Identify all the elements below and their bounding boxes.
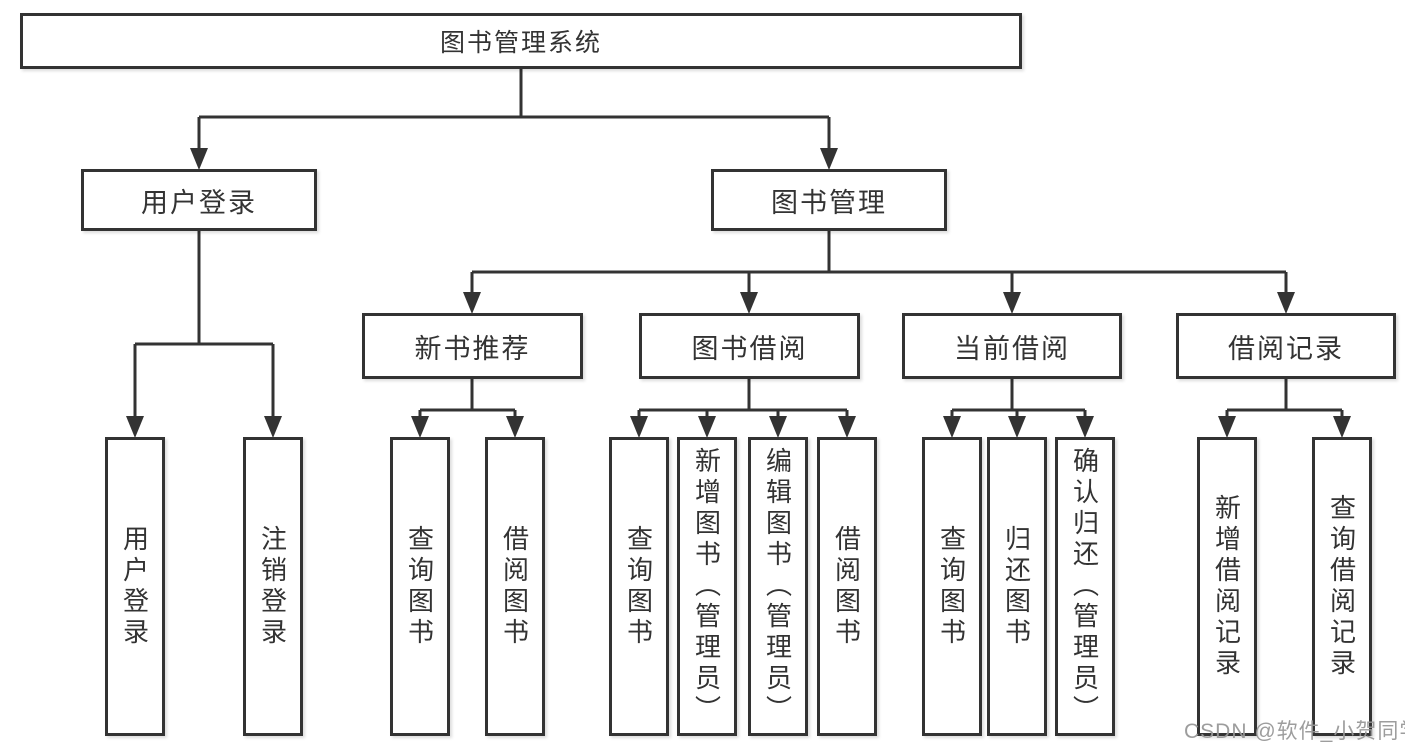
node-borrow-records: 借阅记录 xyxy=(1176,313,1396,379)
node-add-books-admin: 新增图书（管理员） xyxy=(677,437,737,736)
node-query-books-borrow: 查询图书 xyxy=(609,437,669,736)
node-library-management-system: 图书管理系统 xyxy=(20,13,1022,69)
node-label: 归还图书 xyxy=(1001,524,1032,649)
node-label: 查询图书 xyxy=(404,524,435,649)
node-label: 借阅图书 xyxy=(831,524,862,649)
node-borrow-books-recommend: 借阅图书 xyxy=(485,437,545,736)
node-add-borrow-record: 新增借阅记录 xyxy=(1197,437,1257,736)
node-current-borrow: 当前借阅 xyxy=(902,313,1122,379)
node-query-books-recommend: 查询图书 xyxy=(390,437,450,736)
node-label: 查询借阅记录 xyxy=(1326,493,1357,680)
node-user-login: 用户登录 xyxy=(81,169,317,231)
node-label: 新书推荐 xyxy=(414,333,531,364)
node-label: 图书管理系统 xyxy=(439,29,602,57)
node-label: 借阅记录 xyxy=(1228,333,1344,364)
node-label: 图书管理 xyxy=(771,187,887,218)
node-label: 用户登录 xyxy=(141,187,257,218)
node-book-borrow: 图书借阅 xyxy=(639,313,860,379)
node-label: 用户登录 xyxy=(119,524,150,649)
node-user-login-action: 用户登录 xyxy=(105,437,165,736)
node-label: 图书借阅 xyxy=(691,333,808,364)
node-logout-action: 注销登录 xyxy=(243,437,303,736)
node-book-management: 图书管理 xyxy=(711,169,947,231)
node-query-books-current: 查询图书 xyxy=(922,437,982,736)
node-new-book-recommend: 新书推荐 xyxy=(362,313,583,379)
node-label: 确认归还（管理员） xyxy=(1069,447,1100,726)
connector-lines xyxy=(133,69,1344,420)
node-label: 借阅图书 xyxy=(499,524,530,649)
node-query-borrow-record: 查询借阅记录 xyxy=(1312,437,1372,736)
node-label: 新增图书（管理员） xyxy=(691,447,722,726)
node-edit-books-admin: 编辑图书（管理员） xyxy=(748,437,808,736)
csdn-watermark: CSDN @软件_小贺同学 xyxy=(1184,720,1405,743)
node-label: 编辑图书（管理员） xyxy=(762,447,793,726)
node-label: 查询图书 xyxy=(936,524,967,649)
node-label: 查询图书 xyxy=(623,524,654,649)
node-label: 新增借阅记录 xyxy=(1211,493,1242,680)
node-borrow-books: 借阅图书 xyxy=(817,437,877,736)
node-confirm-return-admin: 确认归还（管理员） xyxy=(1055,437,1115,736)
node-label: 当前借阅 xyxy=(954,333,1070,364)
node-label: 注销登录 xyxy=(257,524,288,649)
node-return-books: 归还图书 xyxy=(987,437,1047,736)
